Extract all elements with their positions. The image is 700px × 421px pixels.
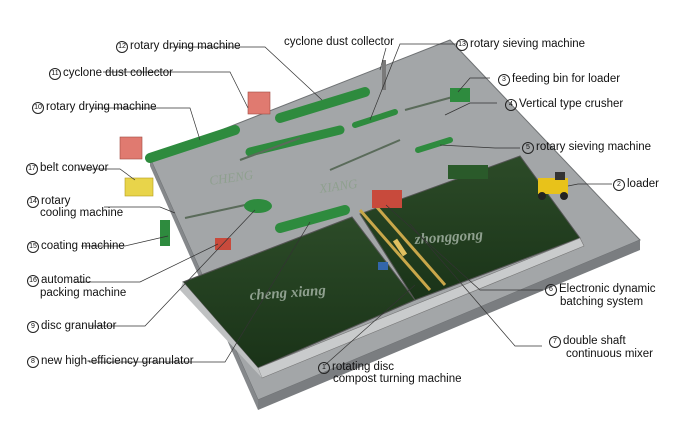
sieve-5 bbox=[415, 137, 453, 153]
label-cyclone-top: cyclone dust collector bbox=[284, 36, 394, 48]
label-mixer-7b: continuous mixer bbox=[566, 348, 653, 360]
watermark-cheng: CHENG bbox=[208, 167, 254, 188]
label-turning-1b: compost turning machine bbox=[333, 373, 462, 385]
label-batching-6b: batching system bbox=[560, 296, 644, 308]
drum-10 bbox=[145, 125, 240, 163]
watermark-left: cheng xiang bbox=[249, 283, 327, 304]
drum-14 bbox=[245, 125, 345, 157]
watermark-right: zhonggong bbox=[413, 227, 484, 248]
watermark-xiang: XIANG bbox=[317, 176, 359, 196]
pit-left-wall bbox=[180, 282, 262, 378]
floor-front-edge bbox=[258, 240, 640, 410]
label-cooling-14b: cooling machine bbox=[40, 207, 124, 219]
turning-machine bbox=[358, 204, 447, 291]
drum-12 bbox=[275, 87, 370, 123]
sieve-13 bbox=[352, 109, 398, 128]
granulator-drum bbox=[275, 205, 350, 233]
label-packing-16b: packing machine bbox=[40, 287, 127, 299]
leader-lines bbox=[75, 43, 612, 366]
loader-vehicle bbox=[538, 172, 568, 200]
